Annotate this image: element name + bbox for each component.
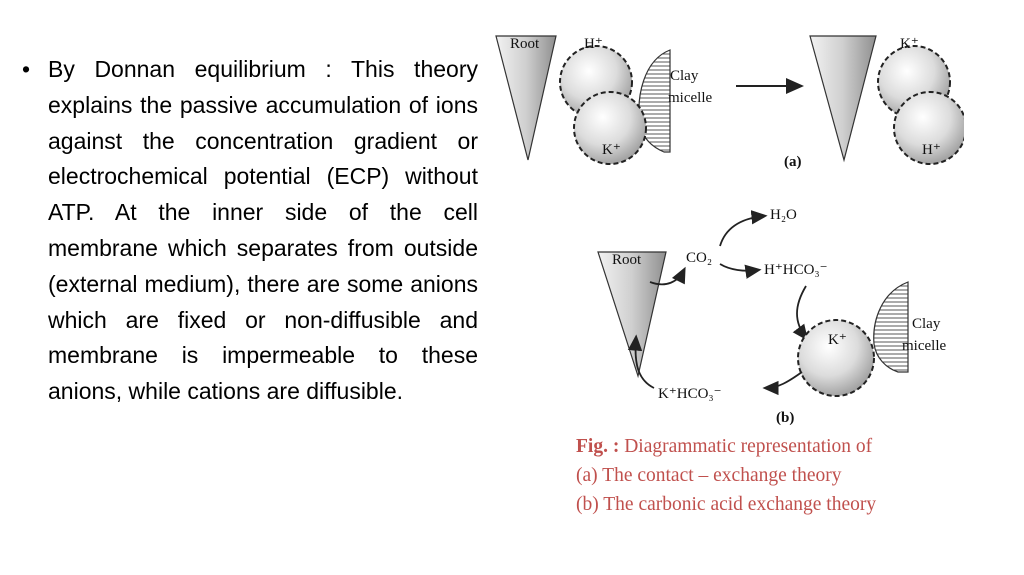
caption-prefix: Fig. :: [576, 436, 620, 457]
ion-ball-a-bottom-left: [573, 91, 647, 165]
root-b: [597, 251, 667, 379]
h2o-label: H₂O: [770, 207, 797, 223]
clay-label-b-line1: Clay: [912, 316, 941, 332]
ion-ball-a-bottom-right: [893, 91, 964, 165]
panel-a: Root H⁺ K⁺ Clay micelle K⁺ H⁺ (a): [495, 35, 964, 170]
clay-label-b-line2: micelle: [902, 338, 946, 354]
panel-b: Root CO₂ H₂O H⁺HCO₃⁻ K⁺ Clay micelle K⁺H…: [597, 207, 946, 426]
arrow-root-to-co2: [649, 266, 686, 286]
arrow-co2-to-hhco3: [719, 263, 762, 279]
arrow-khco3-to-root: [627, 334, 655, 389]
panel-label-a: (a): [784, 154, 802, 170]
k-hco3-label: K⁺HCO₃⁻: [658, 386, 722, 402]
root-label-a: Root: [510, 36, 540, 52]
root-a-left: [495, 35, 557, 161]
root-label-b: Root: [612, 252, 642, 268]
panel-label-b: (b): [776, 410, 794, 426]
figure-caption: Fig. : Diagrammatic representation of (a…: [576, 432, 966, 519]
caption-line-b: (b) The carbonic acid exchange theory: [576, 494, 877, 515]
ion-k-a-left: K⁺: [602, 142, 621, 158]
caption-line-a: (a) The contact – exchange theory: [576, 465, 842, 486]
arrow-k-to-khco3: [762, 371, 803, 396]
arrow-co2-to-h2o: [719, 210, 768, 247]
ion-ball-b: [797, 319, 875, 397]
co2-label: CO₂: [686, 250, 712, 266]
ion-h-a-right: H⁺: [922, 142, 941, 158]
k-ion-label-b: K⁺: [828, 332, 847, 348]
arrow-hhco3-to-k: [792, 285, 809, 341]
figure-diagram: Root H⁺ K⁺ Clay micelle K⁺ H⁺ (a) Root C…: [495, 35, 964, 426]
clay-micelle-b: [873, 281, 909, 373]
caption-title: Diagrammatic representation of: [619, 436, 873, 457]
clay-label-a-line1: Clay: [670, 68, 699, 84]
bullet-paragraph: • By Donnan equilibrium : This theory ex…: [22, 52, 478, 410]
root-a-right: [809, 35, 877, 163]
exchange-theory-figure: Root H⁺ K⁺ Clay micelle K⁺ H⁺ (a) Root C…: [488, 20, 964, 530]
clay-label-a-line2: micelle: [668, 90, 712, 106]
donnan-equilibrium-text: By Donnan equilibrium : This theory expl…: [48, 56, 478, 405]
caption-title-line: Fig. : Diagrammatic representation of: [576, 432, 966, 461]
ion-h-a-left: H⁺: [584, 36, 603, 52]
h-hco3-label: H⁺HCO₃⁻: [764, 262, 828, 278]
bullet-point: •: [22, 56, 31, 82]
ion-k-a-right: K⁺: [900, 36, 919, 52]
